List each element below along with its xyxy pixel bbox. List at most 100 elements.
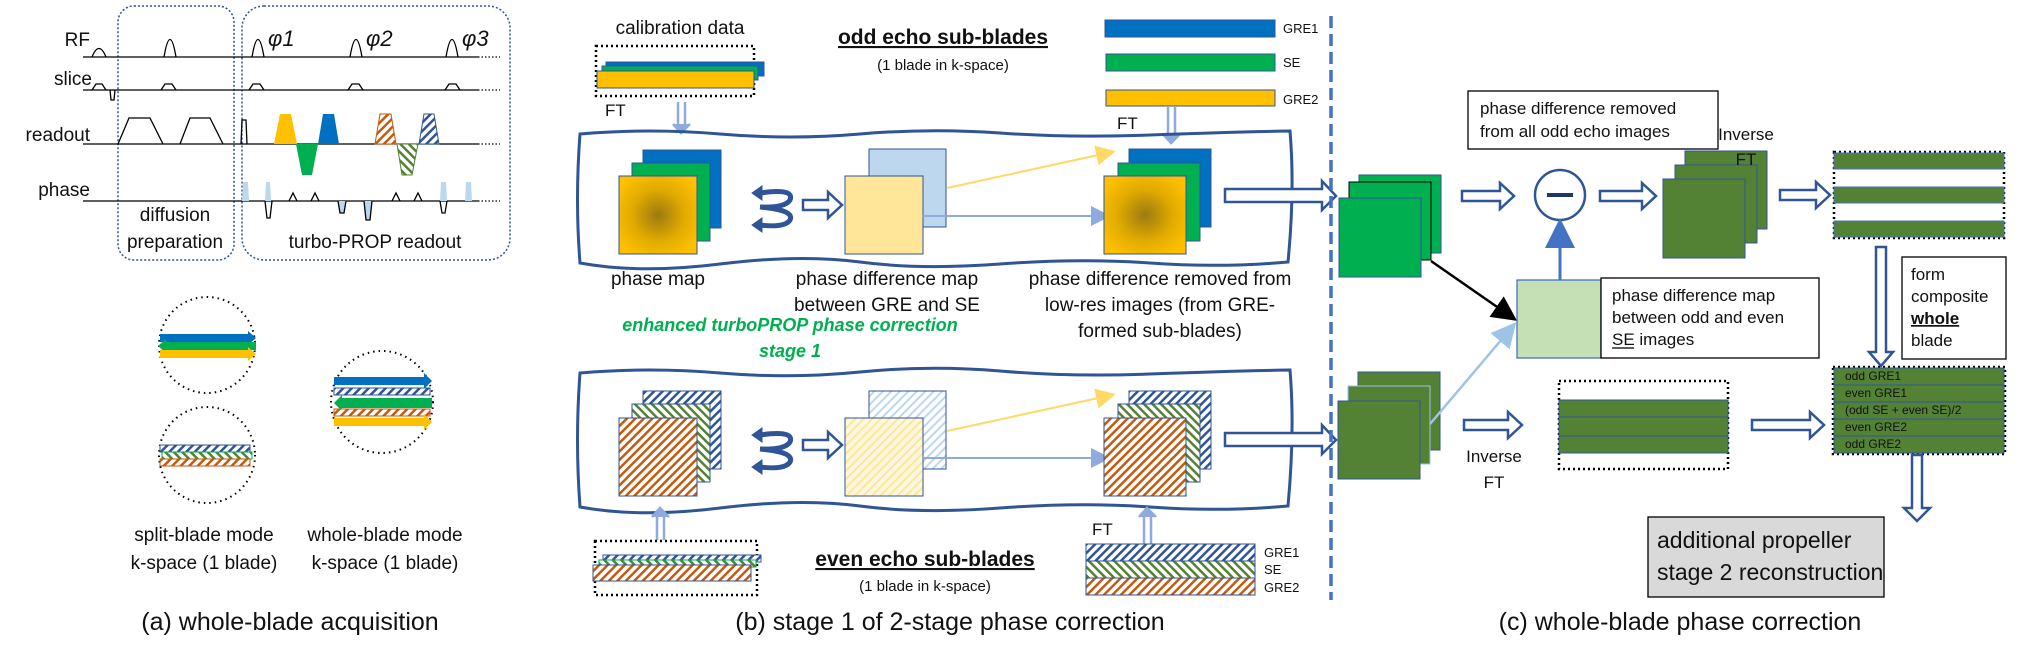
odd-bar-se: [1105, 53, 1276, 72]
stage2-label-1: additional propeller: [1657, 527, 1852, 553]
turboprop-readout-box: [241, 5, 511, 261]
stage-note-2: stage 1: [759, 341, 821, 361]
block-arrow-even-1: [801, 429, 844, 461]
odd-echo-subtitle: (1 blade in k-space): [877, 57, 1009, 74]
odd-to-pdm-arrow: [1430, 259, 1518, 321]
odd-bar-label-se: SE: [1283, 55, 1301, 70]
composite-label-3: whole: [1910, 309, 1959, 328]
odd-bar-label-gre1: GRE1: [1283, 21, 1318, 36]
odd-bar-gre1: [1104, 19, 1276, 38]
stage-note-1: enhanced turboPROP phase correction: [622, 315, 957, 335]
phi-3-label: φ3: [462, 26, 489, 51]
block-arrow-odd-1: [801, 189, 844, 221]
phi-2-label: φ2: [366, 26, 393, 51]
even-bar-label-gre1: GRE1: [1264, 545, 1299, 560]
composite-row-5: odd GRE2: [1845, 437, 1901, 451]
split-blade-kspace: [158, 296, 256, 504]
yellow-arrow-odd: [946, 145, 1116, 189]
block-arrow-c-1: [1460, 180, 1516, 212]
rf-pulses: [91, 38, 459, 58]
readout-echo-blue-hatched: [418, 113, 440, 145]
removed-label-3: formed sub-blades): [1078, 321, 1242, 342]
even-bar-label-se: SE: [1264, 562, 1282, 577]
caption-b: (b) stage 1 of 2-stage phase correction: [735, 608, 1164, 636]
caption-c: (c) whole-blade phase correction: [1499, 608, 1862, 636]
readout-echo-orange-hatched: [374, 113, 397, 145]
whole-blade-label-1: whole-blade mode: [306, 525, 462, 546]
block-arrow-down-stage2: [1900, 453, 1934, 523]
odd-processing-box: [576, 129, 1294, 271]
stage2-box: [1647, 516, 1885, 598]
block-arrow-c-2: [1598, 180, 1658, 212]
ft-arrow-odd: [1162, 106, 1181, 145]
even-to-pdm-arrow: [1429, 322, 1517, 425]
calibration-data-blades: [594, 44, 765, 98]
whole-blade-kspace: [330, 350, 434, 454]
pdm-odd-even-label-1: phase difference map: [1612, 286, 1775, 305]
odd-kspace-lines: [1832, 150, 2006, 240]
even-calibration-blades: [592, 539, 762, 597]
even-kspace-lines: [1557, 379, 1730, 471]
row-label-rf: RF: [65, 30, 90, 51]
yellow-arrow-even: [946, 388, 1116, 432]
composite-row-2: even GRE1: [1845, 386, 1907, 400]
whole-blade-label-2: k-space (1 blade): [312, 553, 459, 574]
removed-label-2: low-res images (from GRE-: [1045, 295, 1275, 316]
even-stack: [618, 390, 722, 497]
panel-a-sequence: RF slice readout phase φ1 φ2 φ3: [26, 5, 511, 261]
pdm-odd-even-square: [1516, 279, 1602, 359]
phase-blips: [242, 182, 472, 221]
even-echo-title: even echo sub-blades: [815, 548, 1034, 571]
composite-label-1: form: [1911, 265, 1945, 284]
ft-label-odd: FT: [1117, 114, 1138, 133]
phase-diff-map-label-1: phase difference map: [796, 269, 978, 290]
readout-echo-green-hatched: [396, 143, 419, 176]
odd-image-stack: [1338, 174, 1442, 278]
phi-1-label: φ1: [268, 26, 295, 51]
swap-arrows-icon: [751, 185, 794, 233]
ft-arrow-even: [1138, 506, 1157, 544]
pdm-odd-even-label-3: SE images: [1612, 330, 1694, 349]
corrected-odd-stack: [1662, 150, 1768, 259]
even-processing-box: [576, 366, 1294, 515]
phase-diff-map-even: [844, 390, 947, 497]
row-label-readout: readout: [26, 125, 91, 146]
even-echo-subtitle: (1 blade in k-space): [859, 578, 991, 595]
split-blade-label-2: k-space (1 blade): [131, 553, 278, 574]
block-arrow-down-composite: [1866, 245, 1896, 368]
row-label-slice: slice: [54, 69, 92, 90]
swap-arrows-icon-even: [751, 427, 794, 475]
corrected-stack-even: [1103, 390, 1212, 497]
inverse-ft-top-2: FT: [1736, 150, 1757, 169]
stage2-label-2: stage 2 reconstruction: [1657, 559, 1883, 585]
readout-echo-blue: [318, 114, 339, 144]
pdm-odd-even-box: [1600, 277, 1820, 359]
even-bar-label-gre2: GRE2: [1264, 580, 1299, 595]
slice-gradients: [91, 83, 461, 101]
split-blade-label-1: split-blade mode: [134, 525, 273, 546]
composite-row-4: even GRE2: [1845, 420, 1907, 434]
composite-row-1: odd GRE1: [1845, 369, 1901, 383]
ft-arrow-calib: [672, 102, 691, 135]
subtract-node: [1533, 168, 1587, 222]
diffusion-prep-box: [117, 5, 235, 261]
calibration-data-label: calibration data: [616, 18, 745, 39]
readout-echo-yellow: [274, 114, 297, 144]
even-bar-gre1: [1085, 543, 1256, 562]
odd-echo-title: odd echo sub-blades: [838, 26, 1048, 49]
composite-label-2: composite: [1911, 287, 1988, 306]
block-arrow-odd-2: [1223, 177, 1338, 214]
block-arrow-c-3: [1778, 179, 1832, 211]
odd-bar-gre2: [1105, 89, 1276, 107]
corrected-stack-odd: [1103, 148, 1212, 255]
inverse-ft-bottom-2: FT: [1484, 473, 1505, 492]
inverse-ft-top-1: Inverse: [1718, 125, 1774, 144]
composite-blade: [1831, 365, 2007, 456]
removed-odd-box: [1467, 90, 1719, 150]
ft-arrow-even-calib: [651, 506, 670, 540]
inverse-ft-bottom-1: Inverse: [1466, 447, 1522, 466]
even-bar-gre2: [1085, 577, 1256, 596]
block-arrow-c-5: [1750, 409, 1826, 441]
phase-diff-map-label-2: between GRE and SE: [794, 295, 980, 316]
